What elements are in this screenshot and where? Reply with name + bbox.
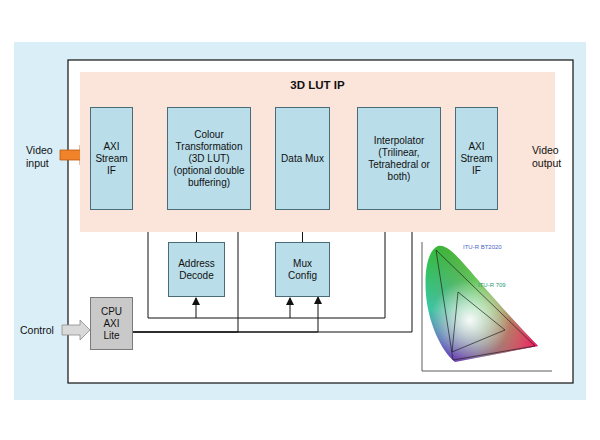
box-label: CPU AXI Lite	[91, 306, 132, 342]
signal-label: Control	[20, 324, 62, 337]
gamut-label: ITU-R BT2020	[463, 244, 523, 252]
box-label: Data Mux	[276, 153, 329, 165]
config-box: Mux Config	[275, 242, 330, 297]
gamut-chart	[416, 237, 556, 377]
block-title: 3D LUT IP	[80, 79, 555, 91]
cpu-box: CPU AXI Lite	[90, 297, 133, 350]
signal-label: Video output	[532, 144, 570, 170]
box-label: AXI Stream IF	[456, 141, 497, 177]
mux-box: Data Mux	[275, 107, 330, 210]
box-label: Address Decode	[169, 258, 224, 282]
control-connector	[133, 297, 318, 332]
interface-box: AXI Stream IF	[455, 107, 498, 210]
system-frame	[68, 60, 573, 383]
outer-panel	[14, 42, 586, 400]
process-box: Colour Transformation (3D LUT) (optional…	[167, 107, 251, 210]
process-box: Interpolator (Trilinear, Tetrahedral or …	[357, 107, 441, 210]
box-label: Interpolator (Trilinear, Tetrahedral or …	[358, 135, 440, 183]
decoder-box: Address Decode	[168, 242, 225, 297]
ip-core-band: 3D LUT IP AXI Stream IF Colour Transformat…	[80, 72, 555, 232]
box-label: AXI Stream IF	[91, 141, 132, 177]
gamut-label: ITU-R 709	[478, 282, 528, 290]
interface-box: AXI Stream IF	[90, 107, 133, 210]
signal-label: Video input	[26, 144, 62, 170]
box-label: Mux Config	[276, 258, 329, 282]
control-arrow	[62, 320, 90, 340]
box-label: Colour Transformation (3D LUT) (optional…	[168, 129, 250, 189]
